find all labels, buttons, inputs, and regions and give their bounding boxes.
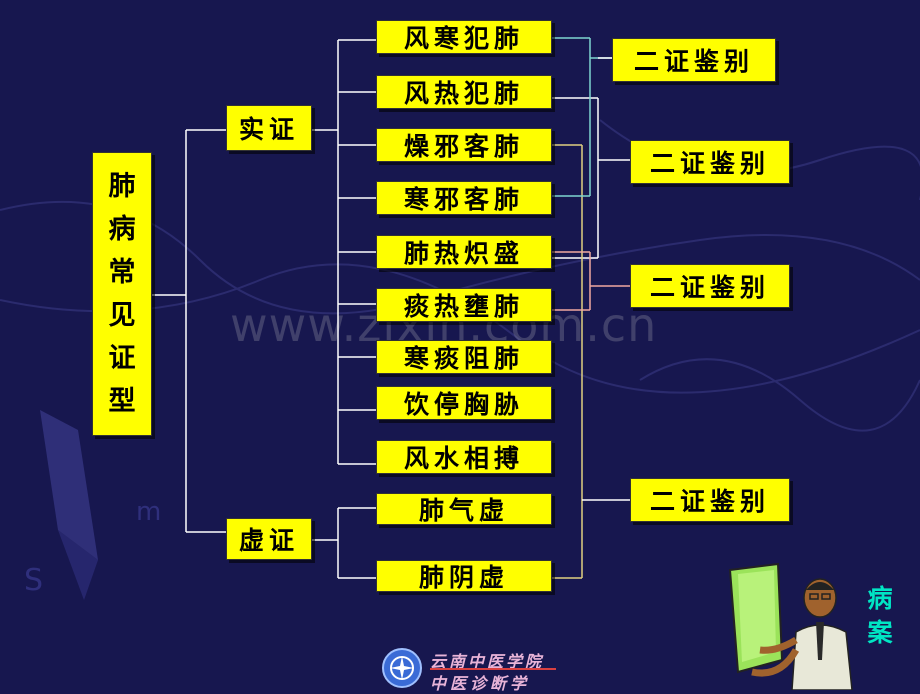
case-char: 病 [867,584,893,613]
school-logo-icon [382,648,422,688]
footer-school-name: 云南中医学院 [430,652,545,671]
comparison-label: 二证鉴别 [649,487,770,516]
group-deficiency-syndrome: 虚证 [226,518,312,560]
syndrome-node: 风寒犯肺 [376,20,552,54]
syndrome-label: 风寒犯肺 [403,24,524,53]
comparison-button[interactable]: 二证鉴别 [630,264,790,308]
syndrome-node: 风热犯肺 [376,75,552,109]
root-char: 病 [108,214,136,245]
root-char: 见 [108,300,136,331]
syndrome-node: 燥邪客肺 [376,128,552,162]
syndrome-node: 寒痰阻肺 [376,340,552,374]
syndrome-node: 寒邪客肺 [376,181,552,215]
root-node-lung-syndromes: 肺 病 常 见 证 型 [92,152,152,436]
syndrome-label: 痰热壅肺 [403,292,524,321]
group-label: 实证 [238,115,299,144]
footer-divider [430,668,556,670]
syndrome-node: 饮停胸胁 [376,386,552,420]
syndrome-label: 燥邪客肺 [403,132,524,161]
root-char: 型 [108,386,136,417]
syndrome-node: 肺热炽盛 [376,235,552,269]
svg-text:S: S [24,563,43,598]
root-char: 常 [108,257,136,288]
syndrome-label: 肺阴虚 [418,563,509,592]
teacher-illustration [728,562,853,690]
syndrome-node: 肺阴虚 [376,560,552,592]
syndrome-label: 肺热炽盛 [403,239,524,268]
group-excess-syndrome: 实证 [226,105,312,151]
root-char: 肺 [108,171,136,202]
comparison-label: 二证鉴别 [649,149,770,178]
syndrome-node: 痰热壅肺 [376,288,552,322]
comparison-button[interactable]: 二证鉴别 [630,140,790,184]
comparison-button[interactable]: 二证鉴别 [612,38,776,82]
syndrome-label: 风热犯肺 [403,79,524,108]
root-char: 证 [108,343,136,374]
syndrome-node: 风水相搏 [376,440,552,474]
syndrome-label: 寒痰阻肺 [403,344,524,373]
case-char: 案 [867,618,893,647]
syndrome-label: 寒邪客肺 [403,185,524,214]
syndrome-label: 肺气虚 [418,496,509,525]
footer-department: 中医诊断学 [430,674,531,693]
group-label: 虚证 [238,526,299,555]
comparison-label: 二证鉴别 [633,47,754,76]
syndrome-label: 饮停胸胁 [403,390,524,419]
comparison-label: 二证鉴别 [649,273,770,302]
comparison-button[interactable]: 二证鉴别 [630,478,790,522]
case-study-button[interactable]: 病 案 [858,582,902,650]
syndrome-node: 肺气虚 [376,493,552,525]
svg-text:m: m [136,497,161,527]
syndrome-label: 风水相搏 [403,444,524,473]
